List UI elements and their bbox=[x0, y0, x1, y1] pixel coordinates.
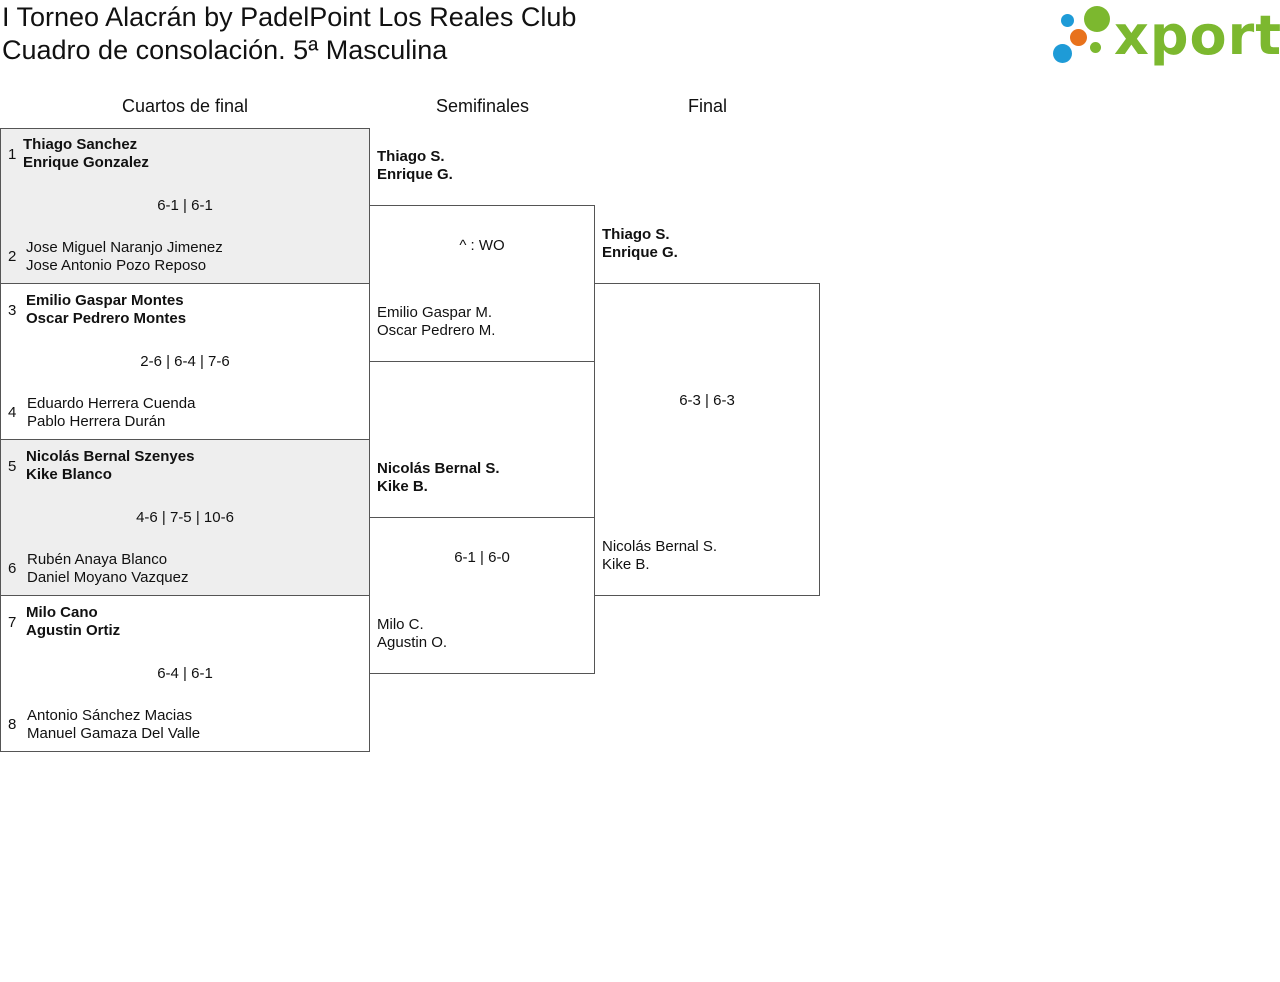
player-name: Milo Cano bbox=[26, 604, 98, 621]
round-header-final: Final bbox=[687, 96, 727, 116]
pair-top: Milo Cano Agustin Ortiz bbox=[26, 604, 120, 640]
seed-number: 1 bbox=[8, 146, 17, 163]
player-name: Kike Blanco bbox=[26, 466, 112, 483]
pair-bottom: Nicolás Bernal S. Kike B. bbox=[602, 538, 717, 574]
player-name: Agustin Ortiz bbox=[26, 622, 121, 639]
player-name: Thiago S. bbox=[377, 148, 445, 165]
seed-number: 3 bbox=[8, 302, 17, 319]
player-name: Enrique Gonzalez bbox=[23, 154, 149, 171]
logo-dot-blue-top-icon bbox=[1061, 14, 1074, 27]
final-pair-top: Thiago S. Enrique G. bbox=[602, 226, 678, 262]
tournament-title: I Torneo Alacrán by PadelPoint Los Reale… bbox=[2, 2, 577, 32]
draw-title: Cuadro de consolación. 5ª Masculina bbox=[2, 35, 448, 65]
match-score: 6-3 | 6-3 bbox=[679, 392, 735, 409]
match-score: ^ : WO bbox=[459, 237, 505, 254]
logo-wordmark: xporty bbox=[1114, 4, 1280, 67]
seed-number: 5 bbox=[8, 458, 17, 475]
match-score: 6-4 | 6-1 bbox=[157, 665, 213, 682]
logo-dot-green-icon bbox=[1084, 6, 1110, 32]
player-name: Kike B. bbox=[377, 478, 428, 495]
player-name: Thiago S. bbox=[602, 226, 670, 243]
pair-top: Nicolás Bernal Szenyes Kike Blanco bbox=[26, 448, 194, 484]
logo-dot-blue-bottom-icon bbox=[1053, 44, 1072, 63]
match-score: 2-6 | 6-4 | 7-6 bbox=[140, 353, 230, 370]
semifinal-1-pair-top: Thiago S. Enrique G. bbox=[377, 148, 453, 184]
quarterfinal-match-2[interactable]: 3 Emilio Gaspar Montes Oscar Pedrero Mon… bbox=[0, 283, 370, 440]
match-score: 6-1 | 6-0 bbox=[454, 549, 510, 566]
semifinal-match-2[interactable]: 6-1 | 6-0 Milo C. Agustin O. bbox=[369, 517, 595, 674]
pair-bottom: Rubén Anaya Blanco Daniel Moyano Vazquez bbox=[27, 551, 188, 587]
pair-bottom: Milo C. Agustin O. bbox=[377, 616, 447, 652]
player-name: Emilio Gaspar Montes bbox=[26, 292, 184, 309]
seed-number: 8 bbox=[8, 716, 17, 733]
player-name: Pablo Herrera Durán bbox=[27, 413, 166, 430]
player-name: Jose Miguel Naranjo Jimenez bbox=[26, 239, 223, 256]
player-name: Thiago Sanchez bbox=[23, 136, 138, 153]
player-name: Jose Antonio Pozo Reposo bbox=[26, 257, 207, 274]
pair-bottom: Emilio Gaspar M. Oscar Pedrero M. bbox=[377, 304, 495, 340]
player-name: Nicolás Bernal S. bbox=[377, 460, 500, 477]
player-name: Nicolás Bernal Szenyes bbox=[26, 448, 195, 465]
player-name: Agustin O. bbox=[377, 634, 448, 651]
pair-bottom: Eduardo Herrera Cuenda Pablo Herrera Dur… bbox=[27, 395, 195, 431]
logo-dot-orange-icon bbox=[1070, 29, 1087, 46]
player-name: Daniel Moyano Vazquez bbox=[27, 569, 189, 586]
quarterfinal-match-4[interactable]: 7 Milo Cano Agustin Ortiz 6-4 | 6-1 8 An… bbox=[0, 595, 370, 752]
player-name: Oscar Pedrero Montes bbox=[26, 310, 187, 327]
player-name: Manuel Gamaza Del Valle bbox=[27, 725, 201, 742]
semifinal-match-1[interactable]: ^ : WO Emilio Gaspar M. Oscar Pedrero M. bbox=[369, 205, 595, 362]
seed-number: 4 bbox=[8, 404, 17, 421]
semifinal-2-pair-top: Nicolás Bernal S. Kike B. bbox=[377, 460, 500, 496]
player-name: Enrique G. bbox=[602, 244, 678, 261]
player-name: Oscar Pedrero M. bbox=[377, 322, 496, 339]
player-name: Emilio Gaspar M. bbox=[377, 304, 493, 321]
quarterfinal-match-3[interactable]: 5 Nicolás Bernal Szenyes Kike Blanco 4-6… bbox=[0, 439, 370, 596]
pair-bottom: Antonio Sánchez Macias Manuel Gamaza Del… bbox=[27, 707, 200, 743]
seed-number: 7 bbox=[8, 614, 17, 631]
player-name: Eduardo Herrera Cuenda bbox=[27, 395, 196, 412]
player-name: Kike B. bbox=[602, 556, 650, 573]
player-name: Enrique G. bbox=[377, 166, 453, 183]
pair-top: Thiago Sanchez Enrique Gonzalez bbox=[23, 136, 149, 172]
player-name: Milo C. bbox=[377, 616, 424, 633]
seed-number: 6 bbox=[8, 560, 17, 577]
pair-bottom: Jose Miguel Naranjo Jimenez Jose Antonio… bbox=[26, 239, 223, 275]
pair-top: Emilio Gaspar Montes Oscar Pedrero Monte… bbox=[26, 292, 186, 328]
player-name: Rubén Anaya Blanco bbox=[27, 551, 168, 568]
quarterfinal-match-1[interactable]: 1 Thiago Sanchez Enrique Gonzalez 6-1 | … bbox=[0, 128, 370, 284]
match-score: 4-6 | 7-5 | 10-6 bbox=[136, 509, 234, 526]
logo-dot-green-small-icon bbox=[1090, 42, 1101, 53]
round-header-semifinals: Semifinales bbox=[435, 96, 530, 116]
final-match[interactable]: 6-3 | 6-3 Nicolás Bernal S. Kike B. bbox=[594, 283, 820, 596]
player-name: Antonio Sánchez Macias bbox=[27, 707, 193, 724]
round-header-quarterfinals: Cuartos de final bbox=[121, 96, 249, 116]
seed-number: 2 bbox=[8, 248, 17, 265]
player-name: Nicolás Bernal S. bbox=[602, 538, 718, 555]
xporty-logo[interactable]: xporty bbox=[1050, 4, 1280, 68]
match-score: 6-1 | 6-1 bbox=[157, 197, 213, 214]
